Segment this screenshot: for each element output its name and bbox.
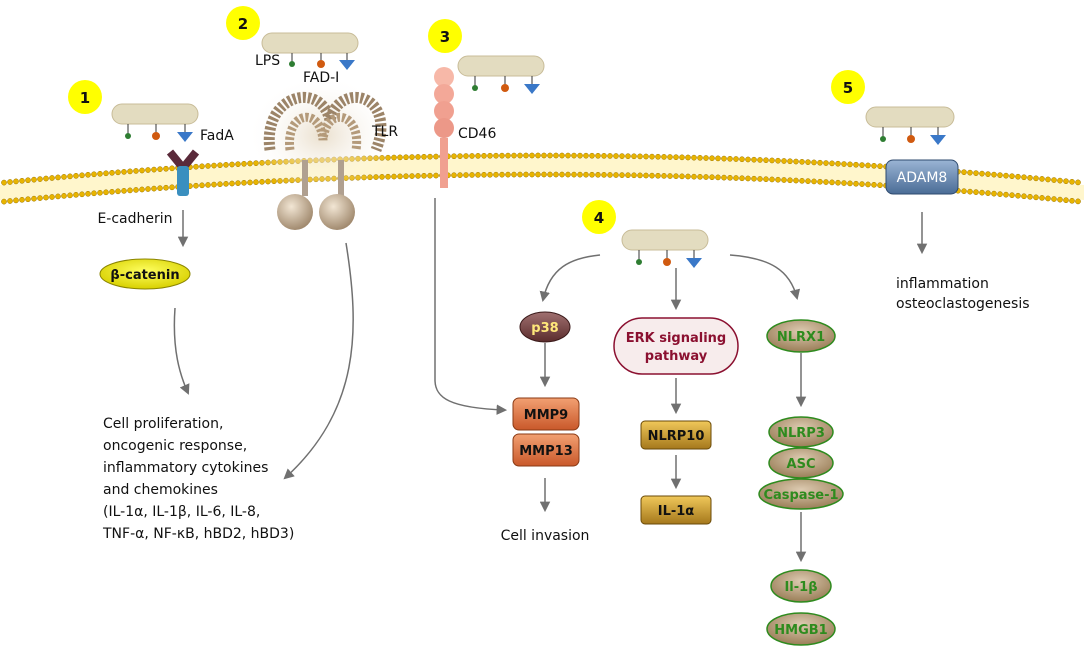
il-1b-node: Il-1β <box>770 569 832 603</box>
svg-text:and chemokines: and chemokines <box>103 482 218 498</box>
svg-text:MMP9: MMP9 <box>524 408 568 423</box>
marker-5: 5 <box>831 70 865 104</box>
tlr-receptor-complex <box>247 75 397 230</box>
svg-text:oncogenic response,: oncogenic response, <box>103 438 247 454</box>
label-tlr: TLR <box>371 124 398 140</box>
caspase-1-node: Caspase-1 <box>758 478 844 510</box>
label-lps: LPS <box>255 53 280 69</box>
asc-node: ASC <box>768 447 834 479</box>
marker-1: 1 <box>68 80 102 114</box>
svg-text:Caspase-1: Caspase-1 <box>763 488 838 503</box>
pathway-arrows <box>173 198 928 563</box>
il-1a-node: IL-1α <box>640 495 712 525</box>
svg-text:ADAM8: ADAM8 <box>897 170 948 186</box>
marker-3: 3 <box>428 19 462 53</box>
svg-text:NLRP3: NLRP3 <box>777 426 825 441</box>
svg-text:osteoclastogenesis: osteoclastogenesis <box>896 296 1030 312</box>
cell-invasion-outcome: Cell invasion <box>501 528 590 544</box>
mmp13-node: MMP13 <box>512 433 580 467</box>
svg-text:ERK signaling: ERK signaling <box>626 331 727 346</box>
svg-text:pathway: pathway <box>645 349 708 364</box>
svg-text:inflammation: inflammation <box>896 276 989 292</box>
adam8-outcome: inflammation osteoclastogenesis <box>896 276 1030 312</box>
nlrp10-node: NLRP10 <box>640 420 712 450</box>
cell-proliferation-outcome: Cell proliferation, oncogenic response, … <box>102 416 294 542</box>
label-fad-i: FAD-I <box>303 70 339 86</box>
erk-signaling-node: ERK signaling pathway <box>613 317 739 375</box>
svg-text:NLRP10: NLRP10 <box>648 429 705 444</box>
svg-text:p38: p38 <box>531 321 558 336</box>
nlrp3-node: NLRP3 <box>768 416 834 448</box>
svg-text:5: 5 <box>843 79 853 97</box>
svg-text:Il-1β: Il-1β <box>784 580 817 595</box>
cd46-receptor <box>434 67 454 188</box>
marker-2: 2 <box>226 6 260 40</box>
svg-text:inflammatory cytokines: inflammatory cytokines <box>103 460 268 476</box>
marker-4: 4 <box>582 200 616 234</box>
bacterium-3 <box>457 55 545 94</box>
label-fada: FadA <box>200 128 234 144</box>
adam8-node: ADAM8 <box>885 159 959 195</box>
label-e-cadherin: E-cadherin <box>97 211 172 227</box>
svg-text:4: 4 <box>594 209 604 227</box>
svg-text:3: 3 <box>440 28 450 46</box>
label-cd46: CD46 <box>458 126 496 142</box>
mmp9-node: MMP9 <box>512 397 580 431</box>
bacterium-1 <box>111 103 199 142</box>
svg-text:TNF-α, NF-κB, hBD2, hBD3): TNF-α, NF-κB, hBD2, hBD3) <box>102 526 294 542</box>
bacterium-2 <box>261 32 359 70</box>
svg-text:2: 2 <box>238 15 248 33</box>
svg-text:1: 1 <box>80 89 90 107</box>
svg-text:Cell proliferation,: Cell proliferation, <box>103 416 223 432</box>
bacterium-5 <box>865 106 955 145</box>
svg-text:MMP13: MMP13 <box>519 444 573 459</box>
nlrx1-node: NLRX1 <box>766 319 836 353</box>
p38-node: p38 <box>519 311 571 343</box>
svg-text:NLRX1: NLRX1 <box>777 330 825 345</box>
svg-text:ASC: ASC <box>787 457 816 472</box>
svg-text:β-catenin: β-catenin <box>110 268 179 283</box>
bacterium-4 <box>621 229 709 268</box>
beta-catenin-node: β-catenin <box>99 258 191 290</box>
svg-text:(IL-1α, IL-1β, IL-6, IL-8,: (IL-1α, IL-1β, IL-6, IL-8, <box>103 504 260 520</box>
svg-text:HMGB1: HMGB1 <box>774 623 827 638</box>
e-cadherin-receptor <box>166 149 200 196</box>
svg-text:IL-1α: IL-1α <box>658 504 695 519</box>
hmgb1-node: HMGB1 <box>766 612 836 646</box>
